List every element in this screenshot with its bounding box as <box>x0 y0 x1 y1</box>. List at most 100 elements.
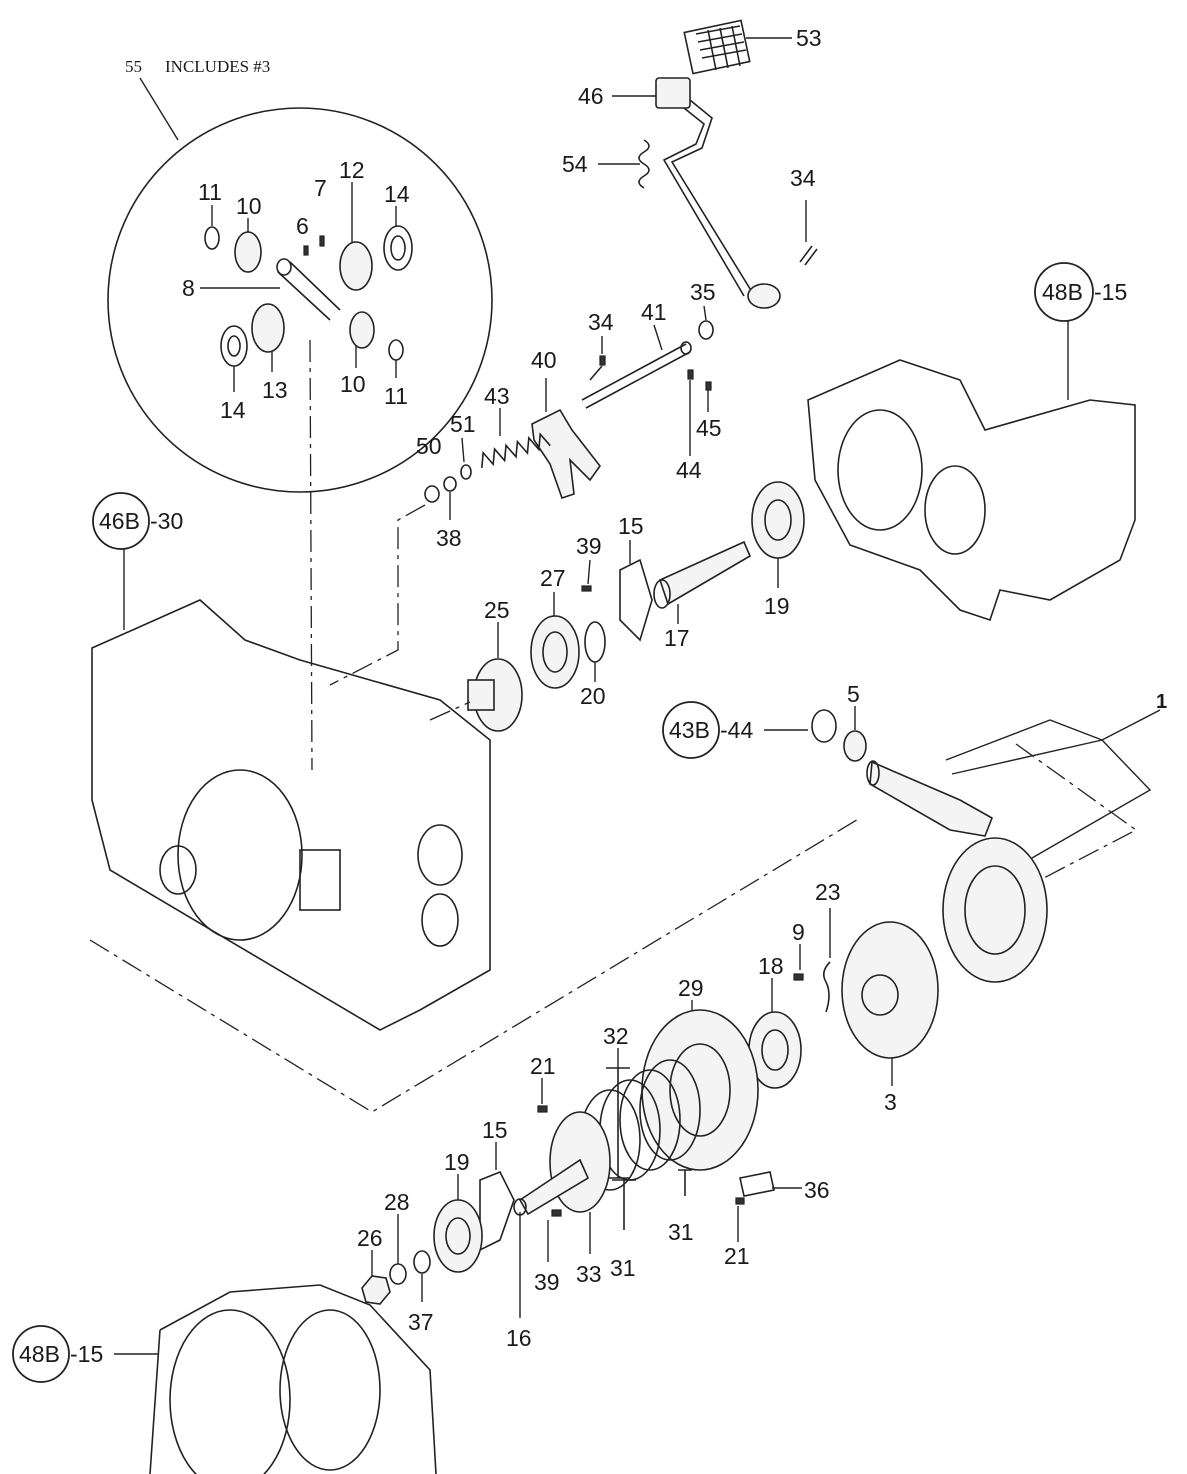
case-46b <box>91 599 491 1031</box>
bearing-5 <box>843 730 867 762</box>
spring-43 <box>480 432 551 469</box>
bearing-27 <box>530 615 580 689</box>
label-34-shifter: 34 <box>588 309 614 335</box>
ref-46b: 46B -30 <box>92 492 183 550</box>
pinion-shaft-8 <box>289 261 341 311</box>
bottom-fasteners <box>361 1142 515 1305</box>
housing-48b-top <box>807 359 1136 622</box>
plate-15-bottom <box>479 1170 515 1252</box>
label-38: 38 <box>436 525 462 551</box>
label-50: 50 <box>416 433 442 459</box>
brake-pack <box>513 978 802 1318</box>
pedal-boss <box>747 283 781 309</box>
label-15-top: 15 <box>618 513 644 539</box>
pin-45 <box>705 381 712 391</box>
label-36: 36 <box>804 1177 830 1203</box>
transmission-case <box>91 548 491 1031</box>
inset-circle <box>107 107 493 493</box>
plate-15 <box>619 558 653 642</box>
label-19-bottom: 19 <box>444 1149 470 1175</box>
shift-fork-40 <box>531 408 601 500</box>
ring-51 <box>460 464 472 480</box>
seal-43b <box>811 709 837 743</box>
label-26: 26 <box>357 1225 383 1251</box>
nut-26 <box>361 1275 391 1305</box>
label-23: 23 <box>815 879 841 905</box>
pin-7 <box>319 235 325 247</box>
bearing-19-bottom <box>433 1199 483 1273</box>
label-53: 53 <box>796 25 822 51</box>
thrust-washer-14a <box>383 225 413 271</box>
ref-43b-circle: 43B <box>669 717 710 743</box>
label-25: 25 <box>484 597 510 623</box>
bolt-21-bottom <box>735 1197 745 1205</box>
label-5: 5 <box>847 681 860 707</box>
label-33: 33 <box>576 1261 602 1287</box>
label-45: 45 <box>696 415 722 441</box>
inset-label-14a: 14 <box>384 181 410 207</box>
label-32: 32 <box>603 1023 629 1049</box>
label-21-top: 21 <box>530 1053 556 1079</box>
label-1: 1 <box>1156 691 1167 713</box>
ref-48b-top: 48B -15 <box>1034 262 1127 322</box>
label-54: 54 <box>562 151 588 177</box>
ref-48b-bottom-suffix: -15 <box>70 1341 103 1367</box>
label-51: 51 <box>450 411 476 437</box>
shaft-17 <box>659 540 752 606</box>
label-17: 17 <box>664 625 690 651</box>
label-9: 9 <box>792 919 805 945</box>
assembly-lines <box>89 339 1138 1113</box>
side-pinion-gear-10b <box>349 311 375 349</box>
ref-48b-bottom: 48B -15 <box>12 1325 103 1383</box>
pinion-shaft-8-b <box>277 271 331 321</box>
spring-54 <box>638 139 650 189</box>
ref-43b-suffix: -44 <box>720 717 753 743</box>
pin-34-shifter <box>599 355 606 366</box>
ring-35 <box>698 320 714 340</box>
label-41: 41 <box>641 299 667 325</box>
inset-label-12: 12 <box>339 157 365 183</box>
pinion-shaft-end <box>276 258 292 276</box>
pedal-pad-53 <box>683 19 751 75</box>
label-18: 18 <box>758 953 784 979</box>
ref-43b: 43B -44 <box>662 701 753 759</box>
label-16: 16 <box>506 1325 532 1351</box>
main-shaft-group <box>764 706 1161 1086</box>
ref-48b-top-suffix: -15 <box>1094 279 1127 305</box>
shift-rod-41 <box>581 343 687 401</box>
pinion-shaft-1 <box>869 760 993 837</box>
washer-50 <box>424 485 440 503</box>
inset-label-11b: 11 <box>384 383 408 409</box>
bolt-39 <box>581 585 592 592</box>
ref-46b-circle: 46B <box>99 508 140 534</box>
label-35: 35 <box>690 279 716 305</box>
ring-23 <box>822 961 831 1013</box>
label-31-left: 31 <box>610 1255 636 1281</box>
diff-case-3 <box>841 921 939 1059</box>
label-37: 37 <box>408 1309 434 1335</box>
label-15-bottom: 15 <box>482 1117 508 1143</box>
bearing-19-top <box>751 481 805 559</box>
bolt-9 <box>793 973 804 981</box>
differential-gear-13 <box>251 303 285 353</box>
ref-46b-suffix: -30 <box>150 508 183 534</box>
side-pinion-gear-10a <box>234 231 262 273</box>
thrust-washer-11a <box>204 226 220 250</box>
pin-44 <box>687 369 694 380</box>
label-46: 46 <box>578 83 604 109</box>
washer-38 <box>443 476 457 492</box>
snap-ring-20 <box>584 621 606 663</box>
rear-housing-top <box>807 320 1136 622</box>
washer-28 <box>389 1263 407 1285</box>
pin-34-top <box>799 245 813 263</box>
inset-label-11a: 11 <box>198 179 222 205</box>
pedal-arm <box>670 99 753 293</box>
pin-6 <box>303 245 309 256</box>
ref-48b-top-circle: 48B <box>1042 279 1083 305</box>
inset-leader <box>139 77 179 141</box>
bolt-21-top <box>537 1105 548 1113</box>
ring-gear <box>942 837 1048 983</box>
label-39-top: 39 <box>576 533 602 559</box>
label-31-right: 31 <box>668 1219 694 1245</box>
